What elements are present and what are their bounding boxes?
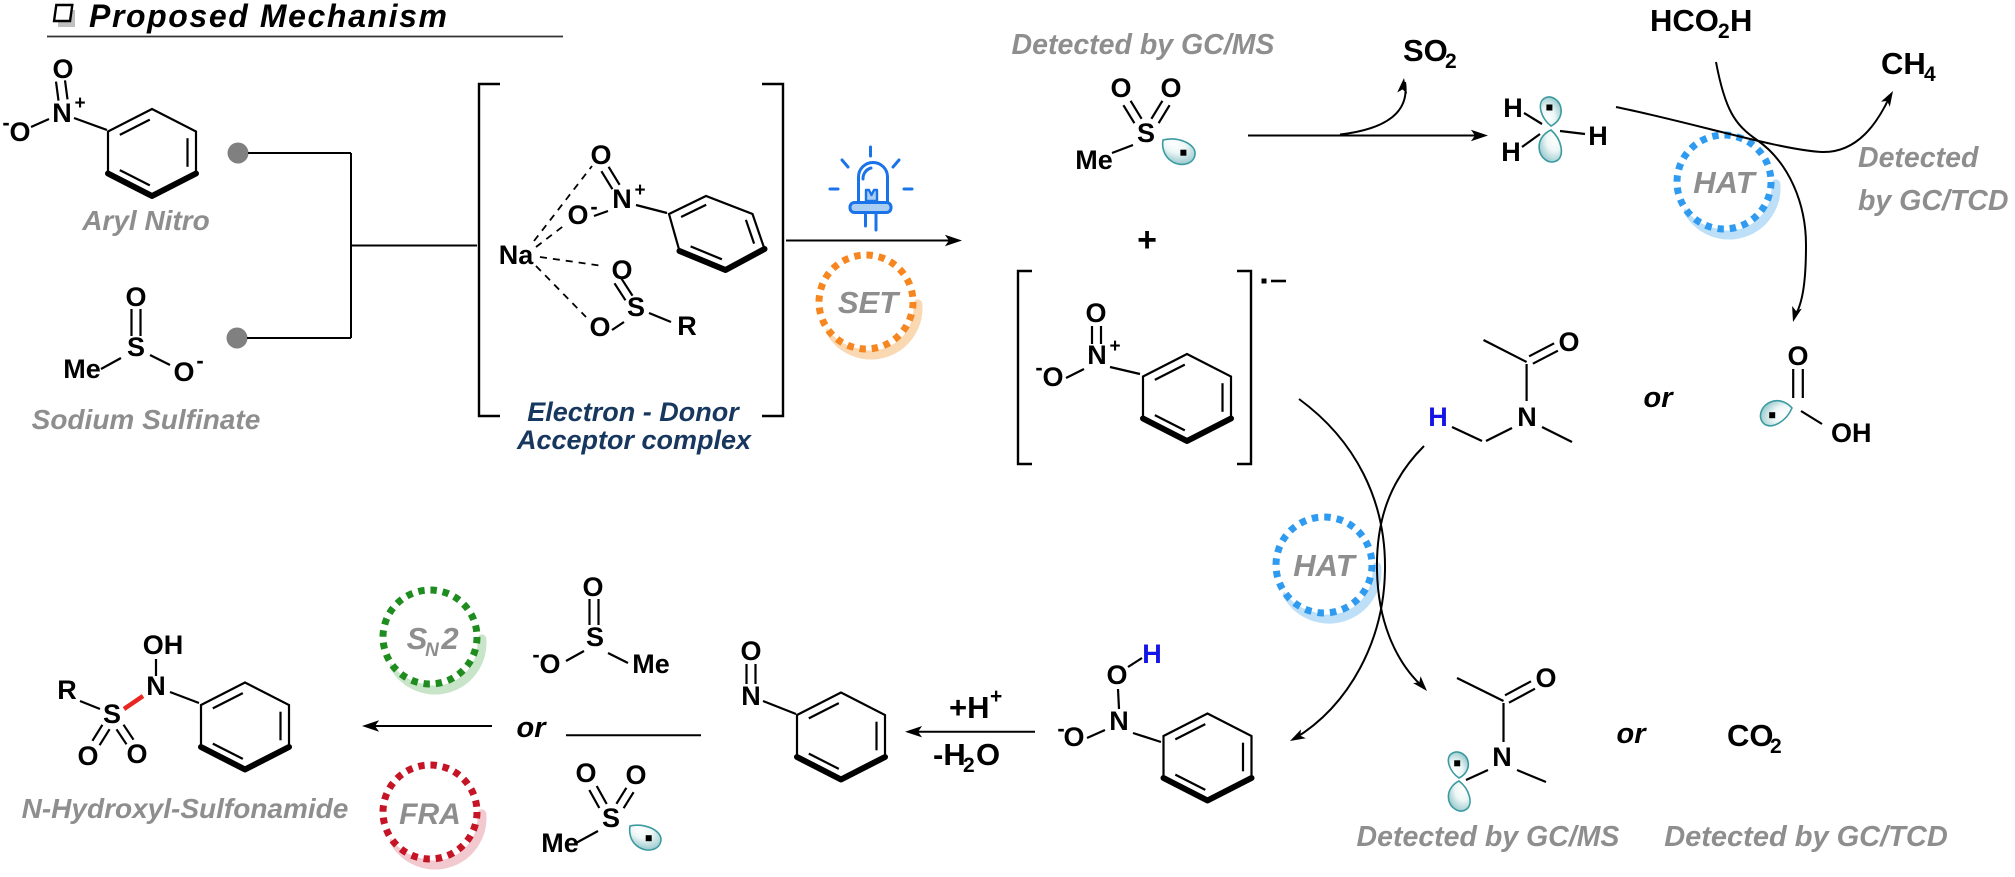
- svg-text:-: -: [590, 194, 597, 219]
- svg-text:O: O: [539, 649, 560, 679]
- svg-text:O: O: [740, 636, 761, 666]
- svg-text:HAT: HAT: [1293, 548, 1357, 583]
- svg-text:-: -: [532, 642, 539, 667]
- svg-text:H: H: [1501, 137, 1521, 167]
- svg-text:-: -: [2, 110, 9, 135]
- svg-text:Detected by GC/MS: Detected by GC/MS: [1357, 821, 1620, 853]
- svg-text:H: H: [1503, 93, 1523, 123]
- svg-text:O: O: [52, 54, 73, 84]
- svg-text:O: O: [1535, 663, 1556, 693]
- svg-text:N: N: [1109, 706, 1129, 736]
- svg-text:FRA: FRA: [399, 798, 461, 831]
- svg-text:N: N: [52, 98, 72, 128]
- svg-text:4: 4: [1924, 63, 1936, 86]
- svg-text:Acceptor complex: Acceptor complex: [516, 425, 752, 455]
- svg-text:O: O: [567, 200, 588, 230]
- svg-text:Sodium Sulfinate: Sodium Sulfinate: [32, 404, 261, 435]
- svg-text:S: S: [1137, 118, 1155, 148]
- svg-text:Detected by GC/MS: Detected by GC/MS: [1012, 29, 1275, 61]
- svg-text:N: N: [612, 184, 632, 214]
- svg-text:Detected: Detected: [1858, 142, 1979, 174]
- svg-text:O: O: [125, 282, 146, 312]
- svg-text:O: O: [77, 741, 98, 771]
- svg-text:Na: Na: [499, 240, 534, 270]
- svg-text:S: S: [627, 292, 645, 322]
- svg-text:O: O: [1085, 298, 1106, 328]
- svg-text:or: or: [1617, 718, 1648, 750]
- svg-text:S: S: [407, 621, 428, 656]
- svg-text:H: H: [1588, 121, 1608, 151]
- svg-text:O: O: [611, 255, 632, 285]
- svg-text:+: +: [990, 685, 1002, 708]
- svg-text:-: -: [1035, 355, 1042, 380]
- svg-text:by GC/TCD: by GC/TCD: [1858, 185, 2008, 217]
- svg-text:SET: SET: [838, 285, 901, 320]
- svg-text:SO: SO: [1403, 33, 1448, 68]
- svg-text:2: 2: [440, 621, 458, 656]
- svg-text:Aryl Nitro: Aryl Nitro: [81, 205, 210, 236]
- svg-text:OH: OH: [1831, 418, 1872, 448]
- svg-text:N: N: [146, 671, 166, 701]
- svg-text:+: +: [1137, 221, 1157, 259]
- svg-text:O: O: [1787, 341, 1808, 371]
- svg-text:O: O: [575, 758, 596, 788]
- svg-text:2: 2: [1718, 20, 1730, 43]
- svg-text:HCO: HCO: [1650, 3, 1719, 38]
- svg-text:N: N: [1087, 340, 1107, 370]
- svg-text:O: O: [590, 140, 611, 170]
- svg-text:O: O: [126, 739, 147, 769]
- svg-text:+H: +H: [949, 690, 990, 725]
- svg-text:Me: Me: [1075, 145, 1113, 175]
- svg-text:O: O: [625, 760, 646, 790]
- svg-text:N: N: [1517, 402, 1537, 432]
- svg-text:Proposed Mechanism: Proposed Mechanism: [89, 0, 449, 34]
- svg-text:R: R: [677, 311, 697, 341]
- svg-text:S: S: [586, 622, 604, 652]
- svg-text:Detected by GC/TCD: Detected by GC/TCD: [1664, 821, 1948, 853]
- svg-text:+: +: [74, 93, 85, 114]
- svg-text:CO: CO: [1727, 718, 1774, 753]
- svg-text:O: O: [589, 312, 610, 342]
- svg-text:O: O: [582, 572, 603, 602]
- svg-text:HAT: HAT: [1693, 165, 1757, 200]
- svg-text:-H: -H: [933, 737, 966, 772]
- svg-text:Me: Me: [541, 828, 579, 858]
- svg-text:O: O: [1063, 722, 1084, 752]
- svg-text:N: N: [741, 681, 761, 711]
- svg-text:Me: Me: [63, 354, 101, 384]
- svg-text:H: H: [1730, 3, 1752, 38]
- svg-text:OH: OH: [143, 630, 184, 660]
- svg-text:Me: Me: [632, 649, 670, 679]
- svg-text:N-Hydroxyl-Sulfonamide: N-Hydroxyl-Sulfonamide: [22, 793, 349, 824]
- svg-text:-: -: [196, 348, 203, 373]
- svg-text:CH: CH: [1881, 46, 1926, 81]
- svg-text:+: +: [634, 180, 645, 201]
- svg-text:O: O: [1110, 73, 1131, 103]
- svg-text:2: 2: [963, 754, 975, 777]
- svg-text:N: N: [1492, 742, 1512, 772]
- svg-text:2: 2: [1445, 50, 1457, 73]
- svg-text:S: S: [602, 803, 620, 833]
- svg-text:+: +: [1109, 336, 1120, 357]
- svg-text:O: O: [976, 737, 1000, 772]
- svg-text:O: O: [1160, 73, 1181, 103]
- svg-text:or: or: [1644, 382, 1675, 414]
- svg-text:R: R: [57, 675, 77, 705]
- svg-text:N: N: [425, 640, 440, 661]
- svg-text:H: H: [1142, 639, 1162, 669]
- svg-text:or: or: [517, 712, 548, 744]
- svg-text:O: O: [173, 357, 194, 387]
- svg-text:-: -: [1057, 716, 1064, 741]
- svg-text:2: 2: [1770, 735, 1782, 758]
- svg-text:H: H: [1428, 402, 1448, 432]
- svg-text:S: S: [127, 332, 145, 362]
- svg-text:Electron - Donor: Electron - Donor: [527, 397, 740, 427]
- svg-text:O: O: [1106, 660, 1127, 690]
- svg-text:O: O: [1042, 362, 1063, 392]
- svg-text:O: O: [9, 117, 30, 147]
- svg-text:O: O: [1558, 327, 1579, 357]
- svg-text:S: S: [103, 699, 121, 729]
